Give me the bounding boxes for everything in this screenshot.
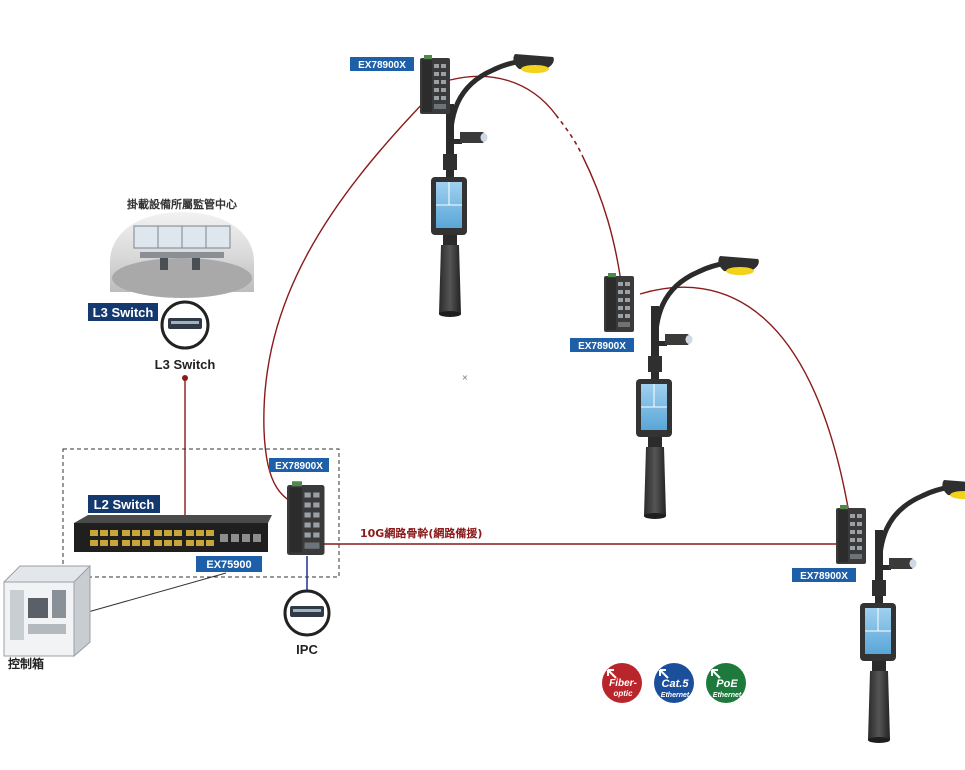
fiber-link-pole1-to-pole2a [449,75,557,116]
main-switch-model: EX78900X [275,461,323,472]
l3-switch-caption: L3 Switch [155,357,216,372]
legend: Fiber- optic Cat.5 Ethernet PoE Ethernet [602,663,746,703]
pole-2-model: EX78900X [578,341,626,352]
l2-switch: L2 Switch EX75900 [74,495,272,572]
ipc-caption: IPC [296,642,318,657]
legend-cat5-line1: Cat.5 [662,678,690,690]
link-dot-l3 [182,375,188,381]
pole-switch-icon [420,55,450,114]
control-box-link [87,572,227,613]
main-switch-icon [287,481,325,555]
legend-fiber-line1: Fiber- [609,678,637,689]
legend-cat5-line2: Ethernet [661,692,690,699]
pole-2: EX78900X [570,256,759,519]
poe-ethernet-icon: PoE Ethernet [706,663,746,703]
pole-3-model-tag [792,568,856,582]
ipc: IPC [283,589,331,657]
fiber-optic-icon: Fiber- optic [602,663,642,703]
operator-chair-icon [160,258,168,270]
legend-fiber-line2: optic [613,689,633,698]
cabinet-group-frame [62,448,340,578]
pole-switch-icon [836,505,866,564]
smart-pole-icon [860,480,965,743]
l2-model-label: EX75900 [206,559,251,571]
pole-1-model-tag [350,57,414,71]
pole-3: EX78900X [792,480,965,743]
legend-poe-line1: PoE [716,678,738,690]
backbone-label: 10G網路骨幹(網路備援) [360,526,482,540]
fiber-link-dashed [555,114,583,156]
legend-poe-line2: Ethernet [713,692,742,699]
l3-switch: L3 Switch L3 Switch [88,300,216,372]
l3-switch-tag [88,303,158,321]
control-box-caption: 控制箱 [8,656,44,671]
fiber-links [184,75,855,546]
cat5-ethernet-icon: Cat.5 Ethernet [654,663,694,703]
pole-2-model-tag [570,338,634,352]
fiber-link-pole1-to-main [263,98,428,511]
fiber-link-pole2-to-pole3 [639,286,855,546]
l2-switch-tag-label: L2 Switch [94,497,155,512]
l3-switch-tag-label: L3 Switch [93,305,154,320]
l2-model-tag [196,556,262,572]
pole-1-model: EX78900X [358,60,406,71]
smart-pole-icon [636,256,759,519]
pole-switch-icon [604,273,634,332]
pole-1: EX78900X [350,54,554,317]
control-center: 掛載設備所屬監管中心 [110,197,254,298]
l2-switch-icon [74,515,272,523]
control-center-title: 掛載設備所屬監管中心 [127,197,237,211]
center-marker: × [462,373,469,382]
main-industrial-switch: EX78900X [269,458,329,555]
pole-3-model: EX78900X [800,571,848,582]
l2-switch-tag [88,495,160,513]
operator-chair-icon [192,258,200,270]
control-box: 控制箱 [3,564,91,671]
main-switch-tag [269,458,329,472]
